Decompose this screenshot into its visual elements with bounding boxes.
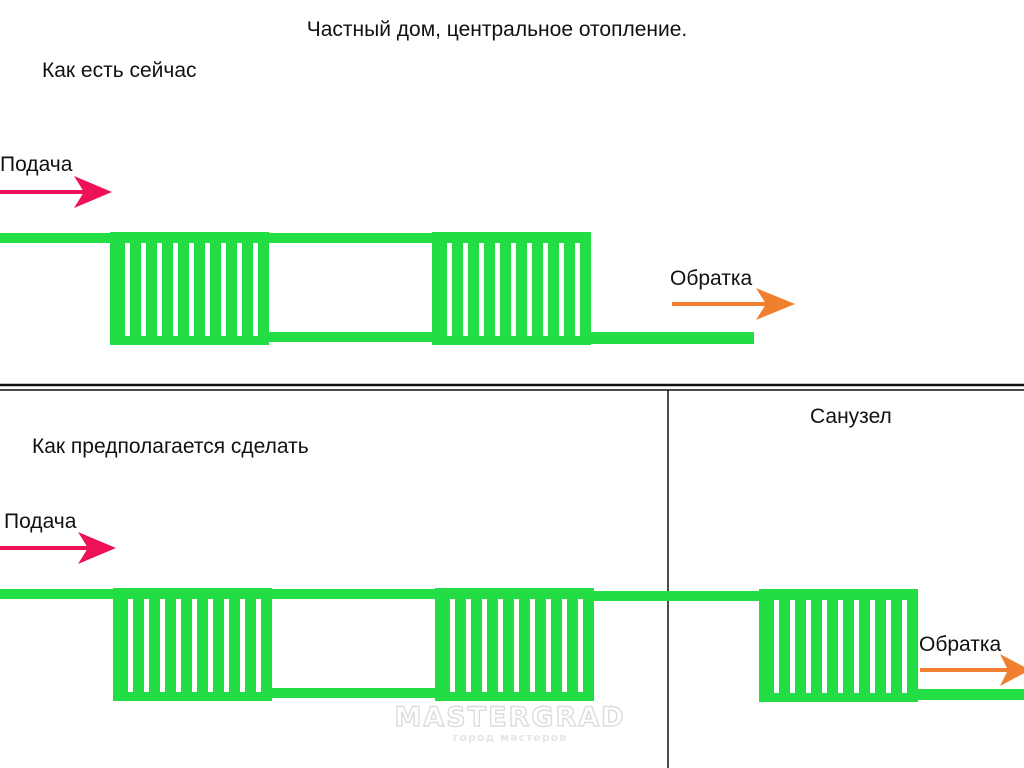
current-bottom-link-pipe: [269, 332, 433, 342]
planned-bathroom-link-pipe: [594, 591, 760, 601]
current-return-arrow: [672, 288, 795, 320]
planned-return-label: Обратка: [919, 633, 1002, 656]
current-pipes: [0, 233, 754, 344]
planned-scheme: Подача Обратка: [0, 510, 1024, 702]
current-supply-label: Подача: [0, 153, 73, 176]
current-section-label: Как есть сейчас: [42, 59, 197, 82]
planned-supply-label: Подача: [4, 510, 77, 533]
current-supply-arrow: [0, 176, 112, 208]
divider-lines: [0, 383, 1024, 768]
planned-supply-arrow: [0, 532, 116, 564]
current-radiator-1: [110, 232, 269, 345]
current-supply-pipe: [0, 233, 111, 243]
watermark-sub: город мастеров: [453, 731, 568, 744]
planned-radiator-2: [435, 588, 594, 701]
current-top-link-pipe: [269, 233, 433, 243]
planned-radiator-1: [113, 588, 272, 701]
diagram-title: Частный дом, центральное отопление.: [307, 18, 688, 41]
current-return-label: Обратка: [670, 267, 753, 290]
planned-pipes: [0, 589, 1024, 700]
planned-bottom-link-pipe: [272, 688, 436, 698]
planned-supply-pipe: [0, 589, 114, 599]
planned-return-arrow: [920, 654, 1024, 686]
current-scheme: Подача Обратка: [0, 153, 795, 345]
watermark-logo: MASTERGRAD город мастеров: [394, 701, 625, 744]
current-return-pipe: [591, 332, 754, 344]
bathroom-label: Санузел: [810, 405, 892, 428]
planned-top-link-pipe: [272, 589, 436, 599]
current-radiator-2: [432, 232, 591, 345]
watermark-main: MASTERGRAD: [394, 702, 625, 733]
planned-return-pipe: [917, 689, 1024, 700]
planned-radiator-bathroom: [759, 589, 918, 702]
planned-section-label: Как предполагается сделать: [32, 435, 309, 458]
